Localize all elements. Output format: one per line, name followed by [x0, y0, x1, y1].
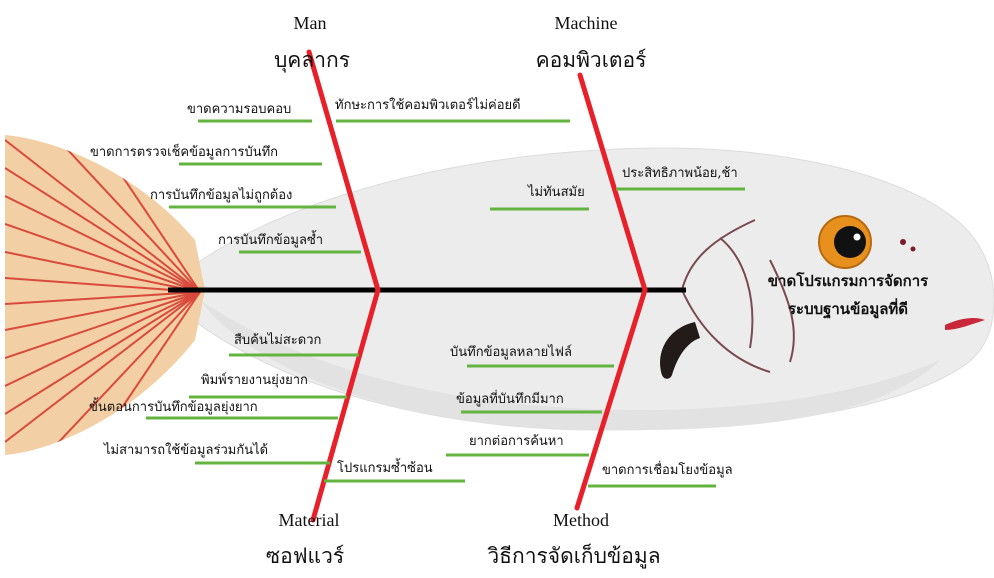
category-method-th: วิธีการจัดเก็บข้อมูล	[487, 540, 660, 573]
category-machine-th: คอมพิวเตอร์	[536, 44, 647, 77]
cause-label: ข้อมูลที่บันทึกมีมาก	[456, 392, 564, 408]
cause-label: บันทึกข้อมูลหลายไฟล์	[450, 345, 572, 361]
cause-label: โปรแกรมซ้ำซ้อน	[337, 461, 433, 477]
cause-label: ขาดความรอบคอบ	[187, 102, 291, 118]
category-machine-en: Machine	[555, 13, 618, 34]
effect-label: ขาดโปรแกรมการจัดการ ระบบฐานข้อมูลที่ดี	[730, 271, 966, 319]
cause-label: พิมพ์รายงานยุ่งยาก	[201, 373, 308, 389]
cause-label: ไม่สามารถใช้ข้อมูลร่วมกันได้	[104, 443, 268, 459]
nostril	[900, 239, 906, 245]
cause-label: ไม่ทันสมัย	[528, 185, 585, 201]
cause-label: สืบค้นไม่สะดวก	[234, 333, 321, 349]
cause-label: ขาดการตรวจเช็คข้อมูลการบันทึก	[90, 145, 278, 161]
effect-line-1: ขาดโปรแกรมการจัดการ	[730, 271, 966, 291]
eye	[819, 216, 871, 268]
effect-line-2: ระบบฐานข้อมูลที่ดี	[730, 299, 966, 319]
cause-label: ขั้นตอนการบันทึกข้อมูลยุ่งยาก	[89, 400, 258, 416]
cause-label: การบันทึกข้อมูลซ้ำ	[218, 233, 323, 249]
category-man-th: บุคลากร	[274, 44, 350, 77]
cause-label: ยากต่อการค้นหา	[469, 434, 564, 450]
cause-label: ขาดการเชื่อมโยงข้อมูล	[602, 463, 733, 479]
category-material-th: ซอฟแวร์	[266, 540, 344, 573]
category-method-en: Method	[553, 510, 609, 531]
category-material-en: Material	[279, 510, 340, 531]
cause-label: การบันทึกข้อมูลไม่ถูกต้อง	[150, 188, 292, 204]
category-man-en: Man	[294, 13, 327, 34]
nostril	[911, 247, 916, 252]
cause-label: ประสิทธิภาพน้อย,ช้า	[622, 166, 738, 182]
cause-label: ทักษะการใช้คอมพิวเตอร์ไม่ค่อยดี	[335, 98, 521, 114]
